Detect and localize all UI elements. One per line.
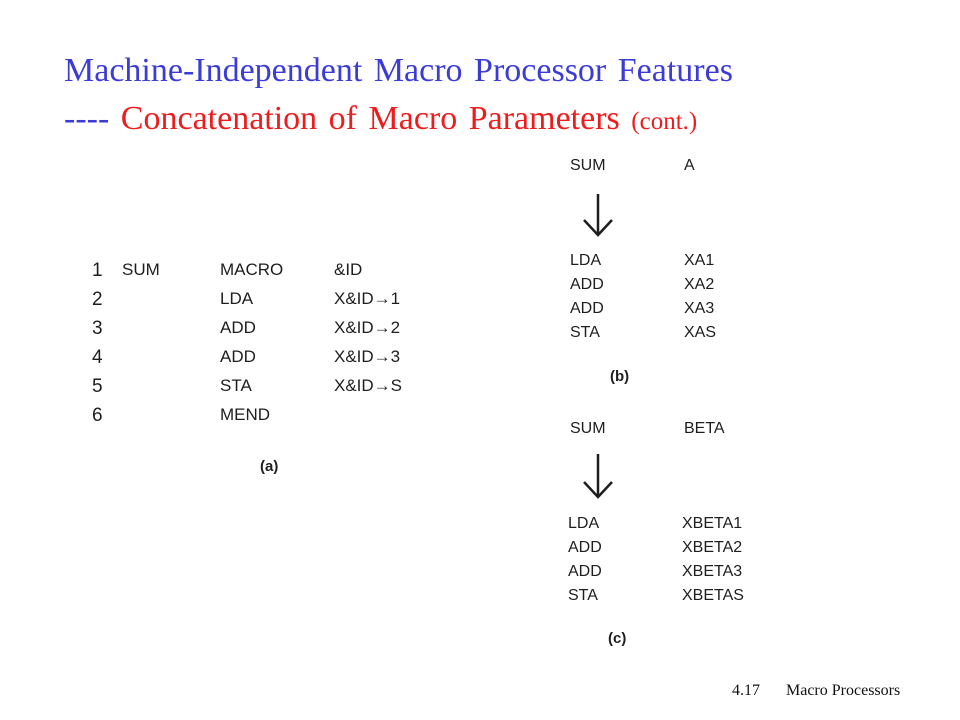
expansion-opcode: ADD [568,539,602,556]
call-operand: BETA [684,420,725,437]
operand-field: X&ID→S [334,376,403,395]
operand-field: X&ID→3 [334,347,401,366]
expansion-operand: XA2 [684,276,715,293]
slide-subtitle: ---- Concatenation of Macro Parameters (… [64,100,697,138]
subtitle-cont: (cont.) [631,108,698,135]
subtitle-text: Concatenation of Macro Parameters [120,100,620,137]
expansion-operand: XAS [684,324,717,341]
opcode-field: ADD [220,347,256,366]
line-number: 1 [92,260,103,281]
expansion-operand: XA3 [684,300,715,317]
line-number: 5 [92,376,103,397]
line-number: 3 [92,318,103,339]
label-field: SUM [122,260,160,279]
line-number: 6 [92,405,103,426]
subtitle-dashes: ---- [64,100,110,137]
opcode-field: LDA [220,289,254,308]
expansion-operand: XBETA3 [682,563,743,580]
expansion-opcode: ADD [568,563,602,580]
slide-title: Machine-Independent Macro Processor Feat… [64,52,733,89]
expansion-operand: XBETA2 [682,539,743,556]
expansion-opcode: STA [570,324,600,341]
call-opcode: SUM [570,157,606,174]
call-operand: A [684,157,695,174]
opcode-field: MEND [220,405,271,424]
expansion-opcode: LDA [568,515,600,532]
chapter-name: Macro Processors [786,682,901,699]
operand-field: X&ID→2 [334,318,401,337]
down-arrow-icon [583,194,613,237]
expansion-opcode: LDA [570,252,602,269]
expansion-operand: XBETA1 [682,515,743,532]
opcode-field: ADD [220,318,256,337]
opcode-field: STA [220,376,252,395]
down-arrow-icon [583,454,613,499]
line-number: 4 [92,347,103,368]
expansion-opcode: STA [568,587,598,604]
expansion-opcode: ADD [570,276,604,293]
opcode-field: MACRO [220,260,284,279]
figure-a-caption: (a) [260,458,279,475]
expansion-operand: XBETAS [682,587,744,604]
line-number: 2 [92,289,103,310]
expansion-opcode: ADD [570,300,604,317]
call-opcode: SUM [570,420,606,437]
page-number: 4.17 [732,682,760,699]
operand-field: &ID [334,260,363,279]
expansion-operand: XA1 [684,252,715,269]
operand-field: X&ID→1 [334,289,401,308]
figure-b-caption: (b) [610,368,630,385]
slide-footer: 4.17 Macro Processors [732,682,900,700]
figure-c-caption: (c) [608,630,627,647]
